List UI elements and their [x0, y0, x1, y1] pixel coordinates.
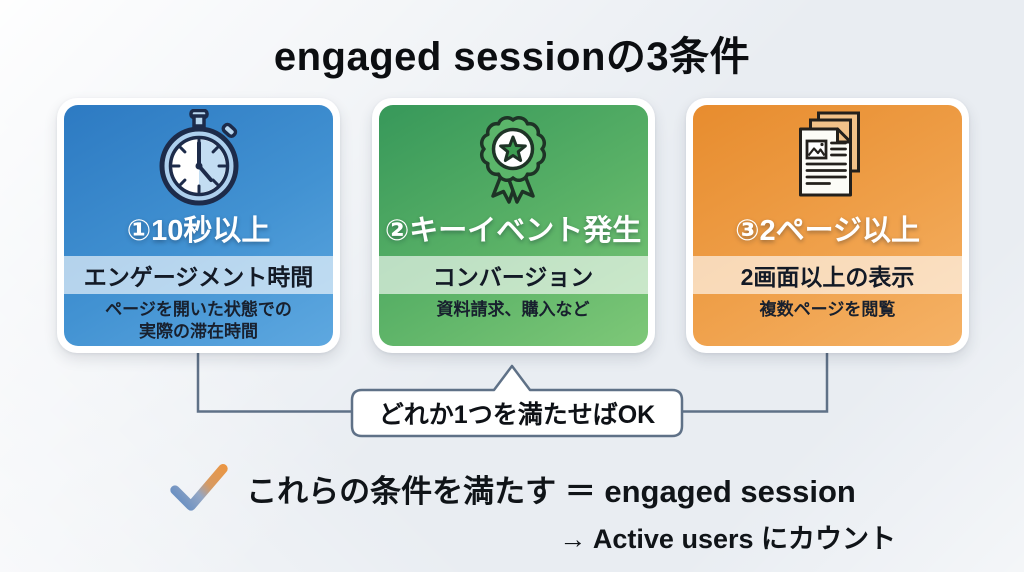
card-engagement-time: ①10秒以上 エンゲージメント時間 ページを開いた状態での 実際の滞在時間 — [57, 98, 340, 353]
card-description: 複数ページを閲覧 — [759, 300, 896, 319]
card-pageviews: ③2ページ以上 2画面以上の表示 複数ページを閲覧 — [686, 98, 969, 353]
card-heading: ③2ページ以上 — [734, 215, 921, 247]
card-key-event: ②キーイベント発生 コンバージョン 資料請求、購入など — [371, 98, 655, 353]
medal-icon — [463, 108, 563, 210]
card-band: エンゲージメント時間 — [64, 256, 333, 294]
card-engagement-time-body: ①10秒以上 エンゲージメント時間 ページを開いた状態での 実際の滞在時間 — [64, 105, 333, 346]
page-title: engaged sessionの3条件 — [273, 35, 751, 79]
callout-bubble — [350, 364, 684, 438]
cards-row: ①10秒以上 エンゲージメント時間 ページを開いた状態での 実際の滞在時間 ②キ… — [57, 98, 969, 353]
card-description: 資料請求、購入など — [436, 300, 590, 319]
card-pageviews-body: ③2ページ以上 2画面以上の表示 複数ページを閲覧 — [693, 105, 962, 346]
conclusion-text: これらの条件を満たす ＝ engaged session — [246, 473, 856, 509]
stopwatch-icon — [144, 108, 254, 210]
card-heading: ①10秒以上 — [126, 215, 271, 247]
card-description: ページを開いた状態での 実際の滞在時間 — [105, 300, 292, 342]
documents-icon — [775, 108, 880, 210]
connector-left-line — [196, 350, 352, 413]
checkmark-icon — [170, 464, 228, 511]
conclusion: これらの条件を満たす ＝ engaged session — [0, 462, 1024, 514]
callout-label: どれか1つを満たせばOK — [378, 401, 656, 429]
connector-right-line — [682, 350, 829, 413]
card-key-event-body: ②キーイベント発生 コンバージョン 資料請求、購入など — [378, 105, 648, 346]
card-band: コンバージョン — [378, 256, 648, 294]
conclusion-subtext: → Active users にカウント — [559, 524, 896, 554]
card-heading: ②キーイベント発生 — [384, 215, 642, 247]
card-band: 2画面以上の表示 — [693, 256, 962, 294]
